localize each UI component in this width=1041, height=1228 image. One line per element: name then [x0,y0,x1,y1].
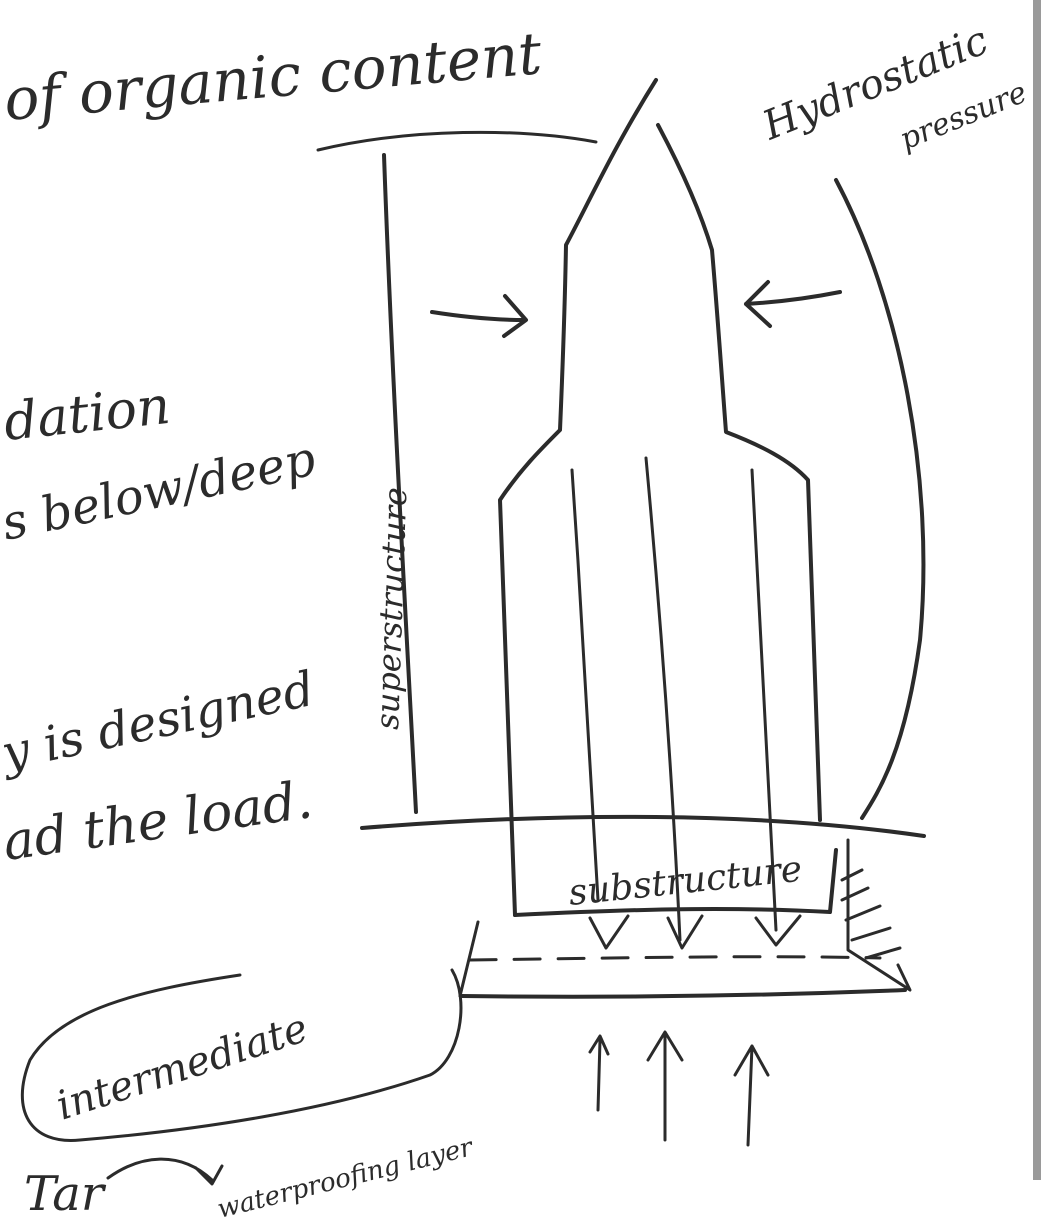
top-surface-line [318,132,596,150]
page-edge [1033,0,1041,1180]
tar-text: Tar [24,1166,107,1222]
building-outline [500,80,820,915]
top-partial-text: of organic content [1,19,545,134]
down-arrow-3 [756,916,800,945]
substructure-text: substructure [567,849,804,914]
waterproofing-text: waterproofing layer [214,1132,477,1225]
arrow-left [746,282,840,326]
left-text-2: s below/deep [0,431,320,552]
down-arrow-2 [668,916,702,948]
column-line-1 [572,470,598,900]
left-text-1: dation [1,376,173,453]
up-arrow-1 [590,1036,608,1110]
lower-layer [462,990,905,997]
up-arrow-3 [735,1046,768,1145]
arrow-right [432,296,526,336]
ground-line [362,817,924,836]
intermediate-text: intermediate [51,1005,313,1129]
hydrostatic-curve [836,180,923,818]
up-arrow-2 [648,1032,682,1140]
left-text-3: y is designed [0,661,319,782]
hatching [842,870,900,958]
superstructure-text: superstructure [368,487,414,731]
down-arrow-1 [590,916,628,948]
left-text-4: ad the load. [0,770,316,873]
tar-arrow [108,1159,222,1184]
dashed-layer [470,957,880,960]
